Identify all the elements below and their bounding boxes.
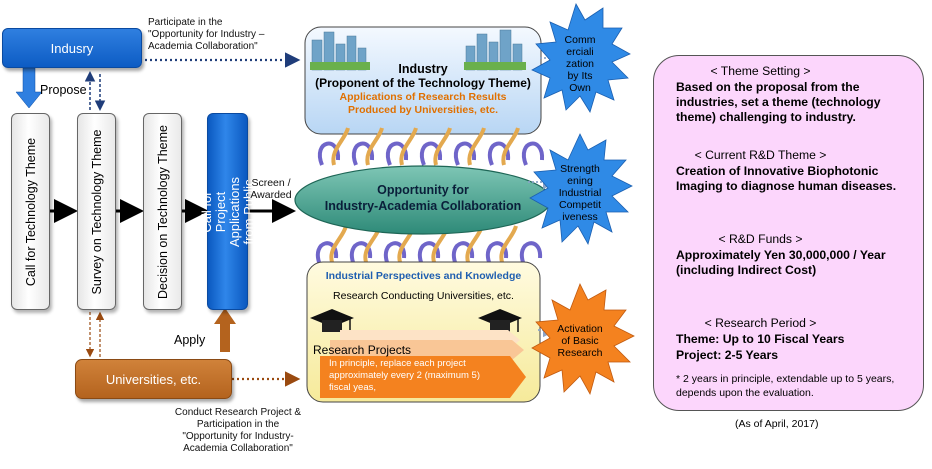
universities-box[interactable]: Universities, etc. — [75, 359, 232, 399]
burst-strengthening-label: Strength ening Industrial Competit ivene… — [558, 163, 602, 223]
burst-commercialization — [531, 2, 631, 113]
cycle-arrows-top — [317, 127, 545, 166]
project-arrow-back1 — [330, 340, 524, 360]
burst-strengthening — [529, 133, 633, 246]
conduct-label: Conduct Research Project & Participation… — [174, 407, 302, 454]
step-call-for-project-applications: Call for Project Applications from Publi… — [199, 113, 256, 310]
step-call-for-technology-theme: Call for Technology Theme — [11, 113, 50, 310]
step-3-label: Decision on Technology Theme — [155, 124, 170, 299]
research-period-note: * 2 years in principle, extendable up to… — [676, 373, 895, 399]
industry-applications: Applications of Research Results Produce… — [339, 91, 507, 116]
univ-panel-subtitle: Research Conducting Universities, etc. — [333, 290, 514, 302]
research-period-project: Project: 2-5 Years — [676, 348, 779, 362]
industry-title: Industry — [398, 62, 448, 76]
project-arrow-text: In principle, replace each project appro… — [329, 358, 480, 393]
burst-activation — [531, 283, 635, 396]
univ-panel-title: Industrial Perspectives and Knowledge — [325, 270, 522, 282]
propose-arrow — [15, 67, 43, 109]
step-1-label: Call for Technology Theme — [23, 137, 38, 286]
oval-label: Opportunity for Industry-Academia Collab… — [324, 183, 522, 213]
theme-setting-heading: < Theme Setting > — [710, 64, 811, 78]
graduation-cap-right-icon — [478, 309, 522, 332]
info-panel — [653, 55, 924, 411]
research-projects-label: Research Projects — [313, 343, 412, 357]
apply-label: Apply — [174, 333, 206, 347]
graduation-cap-left-icon — [310, 309, 354, 332]
rd-funds-text: Approximately Yen 30,000,000 / Year (inc… — [676, 248, 886, 277]
universities-box-label: Universities, etc. — [105, 371, 202, 387]
research-period-heading: < Research Period > — [704, 316, 817, 330]
step-2-label: Survey on Technology Theme — [89, 129, 104, 294]
step-survey-on-technology-theme: Survey on Technology Theme — [77, 113, 116, 310]
step-decision-on-technology-theme: Decision on Technology Theme — [143, 113, 182, 310]
industry-subtitle: (Proponent of the Technology Theme) — [315, 76, 531, 90]
theme-setting-text: Based on the proposal from the industrie… — [676, 80, 881, 124]
rd-funds-heading: < R&D Funds > — [718, 232, 803, 246]
screen-awarded-label: Screen / Awarded — [250, 177, 292, 201]
participate-label: Participate in the "Opportunity for Indu… — [148, 17, 265, 52]
rd-theme-text: Creation of Innovative Biophotonic Imagi… — [676, 164, 897, 193]
burst-commercialization-label: Comm erciali zation by Its Own — [564, 34, 596, 94]
research-period-theme: Theme: Up to 10 Fiscal Years — [676, 332, 845, 346]
propose-label: Propose — [40, 83, 87, 97]
rd-theme-heading: < Current R&D Theme > — [694, 148, 827, 162]
project-arrow-main — [320, 356, 526, 398]
as-of-date: (As of April, 2017) — [735, 418, 819, 430]
burst-activation-label: Activation of Basic Research — [557, 323, 603, 359]
industry-box[interactable]: Indusry — [2, 28, 142, 68]
apply-arrow — [214, 308, 236, 352]
industry-box-label: Indusry — [50, 40, 94, 56]
